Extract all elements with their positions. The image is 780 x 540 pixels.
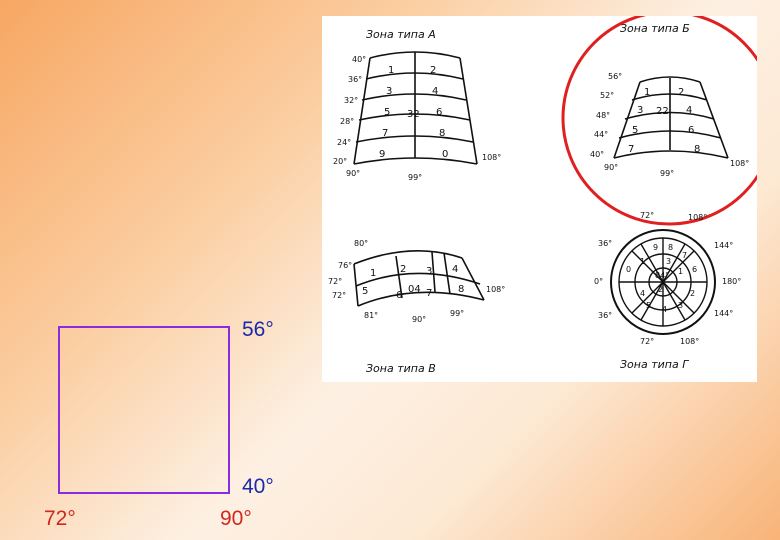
zone-a-cell-2: 2 [430,65,436,76]
zone-a-lon-0: 90° [346,169,360,178]
zone-g-lon-2: 36° [598,239,612,248]
zone-v-diagram [353,250,485,307]
zone-g-lon-4: 0° [594,277,603,286]
zone-b-cell-2: 2 [678,87,684,98]
zone-b-lat-1: 52° [600,91,614,100]
zone-v-lat-2: 72° [328,277,342,286]
zone-g-cell-8: 5 [646,301,651,310]
zone-b-center: 22 [656,106,669,117]
zone-a-cell-5: 5 [384,107,390,118]
zone-a-diagram [353,51,478,165]
zone-a-lon-1: 99° [408,173,422,182]
zone-b-cell-1: 1 [644,87,650,98]
zone-g-cell-3: 6 [692,265,697,274]
label-72-deg: 72° [44,507,76,530]
zone-b-lon-1: 99° [660,169,674,178]
zone-v-cell-3: 3 [426,266,432,277]
zone-a-cell-8: 8 [439,128,445,139]
zone-b-lat-4: 40° [590,150,604,159]
zone-v-lon-0: 81° [364,311,378,320]
zone-b-cell-6: 6 [688,125,694,136]
zone-g-cell-2: 7 [682,251,687,260]
zone-v-title: Зона типа В [366,362,436,375]
zone-g-lon-5: 180° [722,277,741,286]
zone-g-cell-9: 0 [626,265,631,274]
zone-v-cell-8: 8 [458,284,464,295]
zone-b-cell-4: 4 [686,105,692,116]
zone-g-lon-1: 108° [688,213,707,222]
zone-b-lat-0: 56° [608,72,622,81]
zone-b-title: Зона типа Б [620,22,690,35]
zone-a-lat-2: 32° [344,96,358,105]
zone-a-lat-0: 40° [352,55,366,64]
zone-v-cell-7: 7 [426,288,432,299]
zone-b-cell-8: 8 [694,144,700,155]
zone-b-lat-2: 48° [596,111,610,120]
zone-v-center: 04 [408,284,421,295]
zone-a-lat-3: 28° [340,117,354,126]
zone-scheme-figure: Зона типа А 40° 36° 32° 28° 24° 20° 90° … [322,16,757,382]
zone-a-center: 32 [407,109,420,120]
zone-a-cell-9: 9 [379,149,385,160]
zone-b-lon-2: 108° [730,159,749,168]
zone-b-cell-3: 3 [637,105,643,116]
zone-g-cell-0: 9 [653,243,658,252]
zone-b-cell-5: 5 [632,125,638,136]
zone-v-cell-1: 1 [370,268,376,279]
zone-a-cell-7: 7 [382,128,388,139]
zone-v-cell-2: 2 [400,264,406,275]
zone-g-cell-1: 8 [668,243,673,252]
zone-a-lat-1: 36° [348,75,362,84]
zone-b-diagram [613,76,729,159]
zone-g-lon-6: 36° [598,311,612,320]
zone-a-cell-0: 0 [442,149,448,160]
zone-v-lat-1: 76° [338,261,352,270]
zone-v-lon-2: 99° [450,309,464,318]
zone-v-lon-3: 108° [486,285,505,294]
zone-v-lat-3: 72° [332,291,346,300]
zone-g-cell-11: 2 [658,285,663,294]
zone-g-title: Зона типа Г [620,358,689,371]
zone-a-cell-1: 1 [388,65,394,76]
zone-g-cell-7: 4 [662,305,667,314]
zone-a-cell-3: 3 [386,86,392,97]
label-56-deg: 56° [242,318,274,341]
zone-g-cell-13: 4 [640,289,645,298]
zone-v-lat-0: 80° [354,239,368,248]
zone-v-cell-5: 5 [362,286,368,297]
zone-g-lon-9: 108° [680,337,699,346]
zone-g-cell-6: 3 [678,301,683,310]
label-90-deg: 90° [220,507,252,530]
zone-scheme-svg: Зона типа А 40° 36° 32° 28° 24° 20° 90° … [328,16,757,375]
zone-v-cell-4: 4 [452,264,458,275]
zone-g-cell-5: 2 [690,289,695,298]
zone-g-cell-4: 1 [678,267,683,276]
zone-b-cell-7: 7 [628,144,634,155]
zone-v-lon-1: 90° [412,315,426,324]
zone-b-lat-3: 44° [594,130,608,139]
zone-a-title: Зона типа А [366,28,436,41]
zone-b-lon-0: 90° [604,163,618,172]
zone-g-center: 84° [655,271,669,280]
label-40-deg: 40° [242,475,274,498]
zone-g-lon-3: 144° [714,241,733,250]
zone-a-lat-4: 24° [337,138,351,147]
zone-a-lon-2: 108° [482,153,501,162]
zone-a-lat-5: 20° [333,157,347,166]
highlight-circle [561,16,757,226]
zone-a-cell-6: 6 [436,107,442,118]
zone-g-diagram [610,229,716,335]
zone-g-lon-7: 144° [714,309,733,318]
zone-g-lon-0: 72° [640,211,654,220]
degree-square [58,326,230,494]
zone-g-lon-8: 72° [640,337,654,346]
zone-v-cell-6: 6 [396,290,402,301]
zone-g-cell-10: 3 [666,257,671,266]
zone-a-cell-4: 4 [432,86,438,97]
zone-g-cell-12: 1 [640,257,645,266]
